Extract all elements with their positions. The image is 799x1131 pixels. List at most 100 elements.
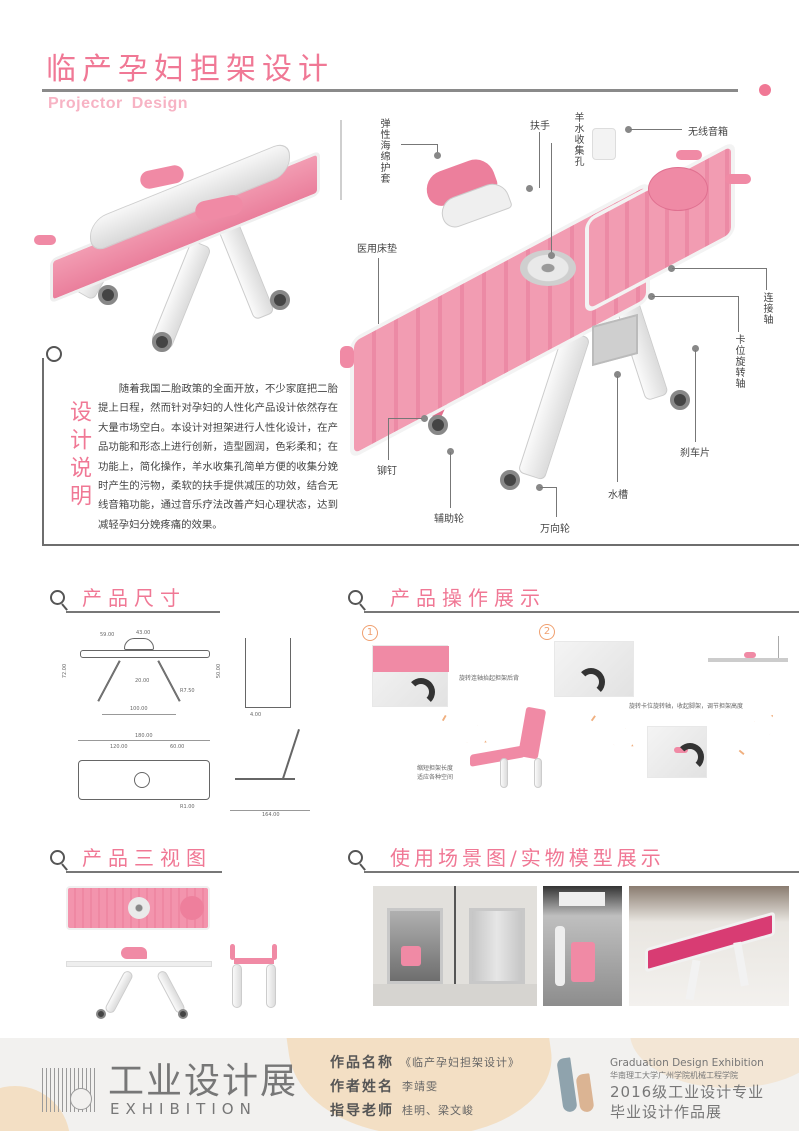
mattress-detail (373, 646, 449, 672)
exhibition-logo-circle (70, 1088, 92, 1110)
stretcher-chair (571, 942, 595, 982)
chair-seat (470, 745, 525, 767)
callout-line (617, 376, 618, 482)
dashed-arrow-icon (586, 708, 641, 756)
top-view (78, 760, 210, 800)
dimension-line (230, 810, 310, 811)
callout-line (450, 452, 451, 508)
callout-speaker: 无线音箱 (688, 127, 728, 138)
caster-wheel (500, 470, 520, 490)
callout-line (401, 144, 437, 145)
top-view-pad (180, 896, 204, 920)
page-subtitle: Projector Design (48, 95, 189, 112)
folded-pole (778, 636, 779, 658)
school-logo-mark (575, 1073, 595, 1113)
callout-dot (434, 152, 441, 159)
callout-armrest: 扶手 (530, 121, 550, 132)
section-header-operation: 产品操作展示 (348, 580, 799, 620)
dim-label: 120.00 (110, 744, 128, 750)
org-english: Graduation Design Exhibition (610, 1057, 764, 1069)
step2-caption: 旋转卡位旋转轴，收起脚架，调节担架高度 (629, 703, 744, 710)
description-frame-bottom (42, 544, 799, 546)
magnifier-icon (348, 850, 363, 865)
round-pad (648, 167, 708, 211)
chair-caption: 缩短担架长度 适应各种空间 (417, 765, 454, 781)
handle-grip (34, 235, 56, 245)
chair-view-back (282, 728, 300, 780)
front-view-render (228, 944, 280, 1010)
dim-label: 20.00 (135, 678, 150, 684)
meta-key-advisor: 指导老师 (330, 1103, 394, 1119)
exhibition-title-en: EXHIBITION (110, 1100, 257, 1118)
description-title: 设计说明 (66, 400, 91, 512)
chair-view-seat (235, 778, 295, 780)
callout-line (437, 144, 438, 154)
dimension-line (78, 740, 210, 741)
rotate-arrow-icon (577, 668, 605, 696)
section-rule (66, 611, 220, 613)
side-view-leg (155, 969, 187, 1015)
elevator-closed (469, 908, 525, 984)
meta-value-author: 李靖雯 (402, 1080, 438, 1093)
dim-label: 60.00 (170, 744, 185, 750)
side-view-armrest (121, 947, 147, 959)
dim-label: 100.00 (130, 706, 148, 712)
callout-line (388, 418, 422, 419)
meta-value-work: 《临产孕妇担架设计》 (400, 1056, 520, 1069)
callout-line (738, 296, 739, 332)
front-view-leg (232, 964, 242, 1008)
magnifier-icon (50, 590, 65, 605)
callout-dot (625, 126, 632, 133)
callout-dot (692, 345, 699, 352)
callout-line (630, 129, 682, 130)
callout-dot (668, 265, 675, 272)
dimension-drawings: 100.00 59.00 43.00 72.00 50.00 20.00 R7.… (40, 628, 340, 818)
handle-grip (725, 174, 751, 184)
org-school: 华南理工大学广州学院机械工程学院 (610, 1071, 738, 1080)
folded-armrest (744, 652, 756, 658)
wheel (270, 290, 290, 310)
callout-dot (526, 185, 533, 192)
dim-label: 4.00 (250, 712, 262, 718)
side-view (245, 638, 291, 708)
wheel (178, 1009, 188, 1019)
elevator-open (387, 908, 443, 984)
callout-line (556, 487, 557, 517)
magnifier-handle (359, 863, 366, 871)
exhibition-title-cn: 工业设计展 (108, 1061, 299, 1102)
magnifier-ring-icon (46, 346, 62, 362)
mannequin (555, 926, 565, 986)
stretcher-render-with-patient (20, 110, 342, 360)
aux-wheel (428, 415, 448, 435)
callout-water-tank: 水槽 (608, 490, 628, 501)
section-rule (364, 611, 799, 613)
org-exhibition: 毕业设计作品展 (610, 1103, 723, 1121)
dim-label: 72.00 (62, 663, 69, 679)
top-view-render (66, 886, 210, 930)
description-frame-left (42, 358, 44, 546)
wheel (670, 390, 690, 410)
side-view-leg (103, 969, 135, 1015)
model-leg (733, 941, 749, 987)
chair-leg (534, 758, 542, 788)
wheel (96, 1009, 106, 1019)
chair-leg (500, 758, 508, 788)
callout-dot (614, 371, 621, 378)
callout-line (551, 143, 552, 255)
section-rule (364, 871, 799, 873)
magnifier-handle (61, 603, 68, 611)
callout-line (695, 350, 696, 442)
top-view-hole (134, 772, 150, 788)
callout-line (652, 296, 738, 297)
exploded-view-render (330, 110, 790, 520)
wheel (98, 285, 118, 305)
handle-grip (340, 346, 354, 368)
step-number-1: 1 (362, 625, 378, 641)
callout-brake-pad: 刹车片 (680, 448, 710, 459)
section-rule (66, 871, 222, 873)
floor (373, 984, 537, 1006)
callout-rivet: 铆钉 (377, 466, 397, 477)
ceiling-light (559, 892, 605, 906)
step2-detail-image (554, 641, 634, 697)
footer-banner: 工业设计展 EXHIBITION 作品名称 《临产孕妇担架设计》 作者姓名 李靖… (0, 1038, 799, 1131)
